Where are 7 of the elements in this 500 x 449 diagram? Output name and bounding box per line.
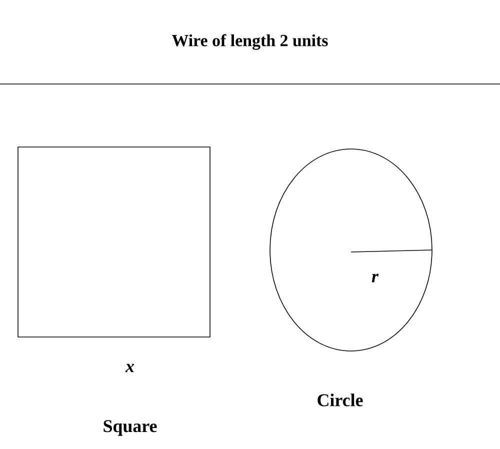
square-shape <box>18 146 210 338</box>
shape-label: x <box>125 364 134 372</box>
ellipse-shape <box>270 148 432 352</box>
shape-label: Square <box>104 420 157 436</box>
radius-label: r <box>372 274 379 282</box>
title: Wire of length 2 units <box>172 34 328 50</box>
shape-label: Circle <box>318 394 363 406</box>
